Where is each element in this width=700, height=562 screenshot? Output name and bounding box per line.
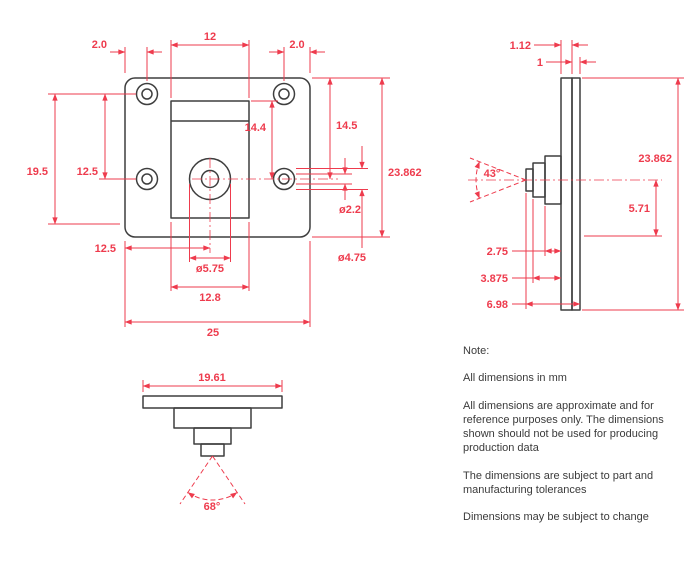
- dim-label-lens-dia: ø5.75: [196, 263, 224, 275]
- dim-label-overall-width: 25: [207, 327, 219, 339]
- dim-label-hole-spacing: 12.5: [77, 166, 98, 178]
- dim-front-hole-dia: ø2.2: [296, 158, 361, 216]
- mounting-hole-top-left: [135, 82, 159, 106]
- dim-front-pad-dia: ø4.75: [296, 146, 368, 264]
- dim-label-margin-left: 2.0: [92, 39, 107, 51]
- notes-section: Note: All dimensions in mm All dimension…: [463, 344, 685, 538]
- bottom-lens-front: [200, 443, 225, 457]
- dim-front-top-to-center: 14.5: [312, 77, 390, 180]
- dim-label-margin-right: 2.0: [289, 39, 304, 51]
- bottom-plate: [142, 395, 283, 409]
- dim-front-overall-width: 25: [124, 241, 311, 339]
- note-line-units: All dimensions in mm: [463, 372, 567, 385]
- dim-side-barrel-depth: 3.875: [480, 199, 562, 285]
- bottom-lens-barrel: [193, 427, 232, 445]
- dim-side-center-to-slot: 5.71: [584, 179, 662, 237]
- dim-label-top-width: 12: [204, 31, 216, 43]
- dim-label-housing-width: 12.8: [199, 292, 220, 304]
- note-line-tolerances: The dimensions are subject to part and m…: [463, 469, 654, 497]
- note-line-change: Dimensions may be subject to change: [463, 511, 649, 524]
- front-plate-outline: [124, 77, 311, 238]
- dim-label-top-to-center: 14.5: [336, 120, 357, 132]
- dim-front-left-span: 19.5: [27, 93, 120, 225]
- dim-front-margin-right: 2.0: [269, 39, 325, 81]
- dim-side-housing-depth: 2.75: [487, 206, 562, 258]
- dim-label-center-offset: 12.5: [95, 243, 116, 255]
- dim-bottom-body-width: 19.61: [142, 372, 283, 392]
- dim-label-bottom-fov: 68°: [204, 501, 221, 513]
- bottom-sensor-housing: [173, 407, 252, 429]
- dim-label-total-depth: 6.98: [487, 299, 508, 311]
- dim-front-top-width: 12: [170, 31, 250, 98]
- dim-label-left-span: 19.5: [27, 166, 48, 178]
- dim-label-housing-to-center: 14.4: [245, 122, 267, 134]
- dim-label-hole-dia: ø2.2: [339, 204, 361, 216]
- dim-front-margin-left: 2.0: [92, 39, 162, 81]
- bottom-view: 19.61 68°: [142, 372, 283, 513]
- dim-side-layer-back: 1: [537, 57, 596, 74]
- dim-bottom-fov: 68°: [179, 455, 246, 513]
- dim-label-center-to-slot: 5.71: [629, 203, 650, 215]
- side-view: 43° 1.12 1 23.862 5.71: [468, 40, 684, 311]
- dim-side-layer-front: 1.12: [510, 40, 588, 74]
- dim-front-lens-dia: ø5.75: [189, 184, 231, 275]
- dim-label-body-width: 19.61: [198, 372, 226, 384]
- dim-label-housing-depth: 2.75: [487, 246, 508, 258]
- front-view: 12 2.0 2.0 12.5 19.5: [27, 31, 422, 339]
- dim-front-hole-spacing: 12.5: [48, 93, 136, 180]
- note-title: Note:: [463, 345, 490, 357]
- dim-label-pad-dia: ø4.75: [338, 252, 366, 264]
- mounting-hole-top-right: [272, 82, 296, 106]
- side-board-back-layer: [571, 77, 581, 311]
- dim-front-housing-to-center: 14.4: [245, 100, 278, 180]
- dim-label-front-overall-height: 23.862: [388, 167, 422, 179]
- dim-front-center-offset: 12.5: [95, 241, 211, 327]
- note-line-approximate: All dimensions are approximate and for r…: [463, 399, 664, 455]
- dim-front-housing-width: 12.8: [170, 222, 250, 304]
- dim-label-layer-back: 1: [537, 57, 543, 69]
- dim-label-barrel-depth: 3.875: [480, 273, 508, 285]
- side-board-front-layer: [560, 77, 573, 311]
- dim-side-fov: 43°: [469, 157, 527, 203]
- dim-side-overall-height: 23.862: [582, 77, 684, 311]
- mounting-hole-bottom-left: [135, 167, 159, 191]
- dim-side-total-depth: 6.98: [487, 193, 581, 311]
- dim-label-side-overall-height: 23.862: [638, 153, 672, 165]
- dim-label-layer-front: 1.12: [510, 40, 531, 52]
- dim-front-overall-height: 23.862: [312, 77, 422, 238]
- dim-label-side-fov: 43°: [484, 168, 501, 180]
